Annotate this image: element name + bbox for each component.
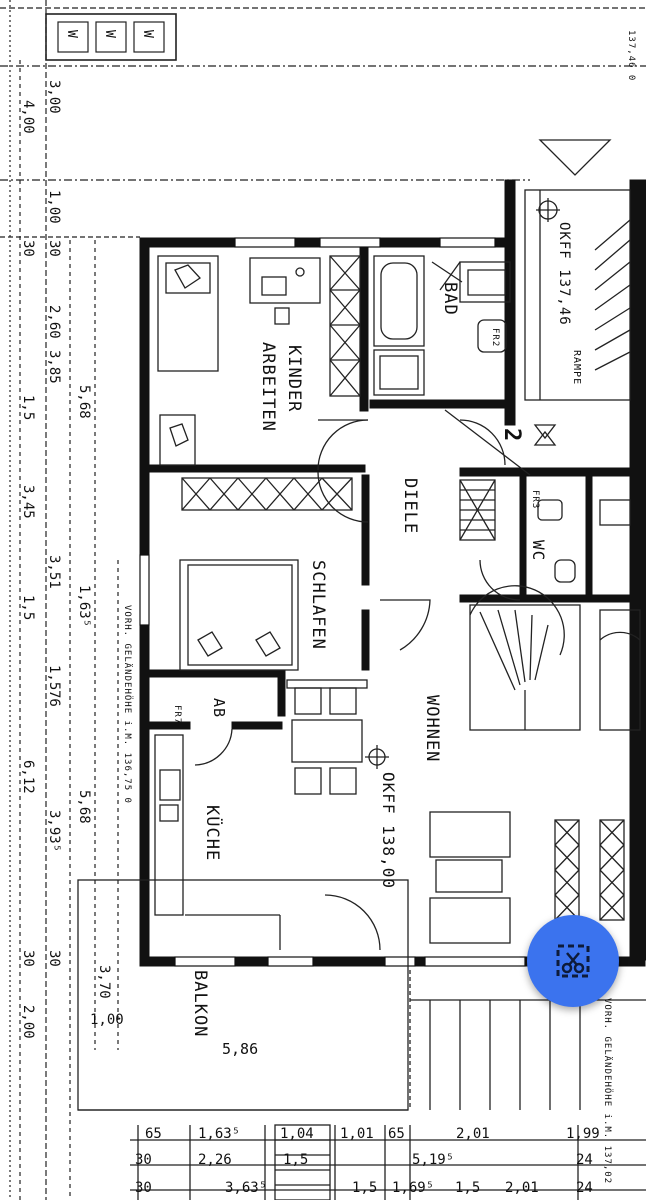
dim-left: 30 [20,240,36,257]
room-label-balkon: BALKON [190,970,210,1038]
bottom-dim: 24 [576,1180,593,1196]
fr7-label: FR7 [172,705,182,725]
bottom-dim: 2,01 [456,1126,490,1142]
dim-left: 3,70 [96,965,112,999]
bottom-dim: 1,69⁵ [392,1180,435,1196]
room-label-schlafen: SCHLAFEN [308,560,328,650]
room-label-bad: BAD [440,282,460,316]
dim-left: 1,5 [20,595,36,621]
dim-left: 1,5 [20,395,36,421]
room-label-wohnen: WOHNEN [422,695,442,763]
dim-left: 3,93⁵ [46,810,62,853]
bottom-dim: 30 [135,1180,152,1196]
bottom-dim: 24 [576,1152,593,1168]
dim-left: 30 [20,950,36,967]
dim-left: 2,60 [46,305,62,339]
bottom-dim: 1,04 [280,1126,314,1142]
dim-left: 3,51 [46,555,62,589]
okff-main-label: OKFF 138,00 [379,772,398,889]
room-label-arbeiten: ARBEITEN [258,342,278,432]
dim-left: 1,63⁵ [76,585,92,628]
bottom-dim: 30 [135,1152,152,1168]
dim-left: 3,45 [20,485,36,519]
dim-left: 5,68 [76,790,92,824]
room-label-ab: AB [210,698,228,719]
bottom-dim: 1,63⁵ [198,1126,241,1142]
dim-left: 1,5 [46,665,62,691]
dim-left: 76 [46,690,62,707]
dim-left: 2,00 [20,1005,36,1039]
dim-left: 6,12 [20,760,36,794]
bottom-dim: 65 [388,1126,405,1142]
dim-left: 3,00 [46,80,62,114]
bottom-dim: 1,5 [352,1180,378,1196]
balkon-width: 5,86 [222,1040,259,1058]
room-label-wc: WC [529,540,548,562]
bottom-dim: 1,01 [340,1126,374,1142]
bottom-dim: 2,26 [198,1152,232,1168]
dim-left: 30 [46,240,62,257]
bottom-dim: 1,99 [566,1126,600,1142]
okff-upper-label: OKFF 137,46 [556,222,572,326]
room-label-kinder: KINDER [284,345,304,413]
svg-text:W: W [140,30,155,38]
svg-text:W: W [102,30,117,38]
fr2-label: FR2 [490,328,500,348]
dim-left: 3,85 [46,350,62,384]
screenshot-edit-button[interactable] [527,915,619,1007]
room-label-diele: DIELE [400,478,420,535]
bottom-dim: 5,19⁵ [412,1152,455,1168]
label-rampe: RAMPE [571,350,582,386]
svg-text:W: W [64,30,79,38]
dim-left: 4,00 [20,100,36,134]
top-right-level: 137,46 0 [626,30,636,82]
stair-number: 2 [499,428,524,443]
bottom-dim: 2,01 [505,1180,539,1196]
dim-left: 1,00 [90,1012,124,1028]
scissors-crop-icon [556,944,590,978]
room-label-kueche: KÜCHE [202,805,222,862]
dim-left: 5,68 [76,385,92,419]
fr3-label: FR3 [530,490,540,510]
bottom-dim: 1,5 [455,1180,481,1196]
dim-left: 30 [46,950,62,967]
bottom-dim: 65 [145,1126,162,1142]
dim-left: 1,00 [46,190,62,224]
bottom-dim: 3,63⁵ [225,1180,268,1196]
gelaende-left: VORH. GELÄNDEHÖHE i.M. 136,75 0 [122,605,132,804]
bottom-dim: 1,5 [283,1152,309,1168]
gelaende-right: VORH. GELÄNDEHÖHE i.M. 137,02 [602,998,612,1185]
